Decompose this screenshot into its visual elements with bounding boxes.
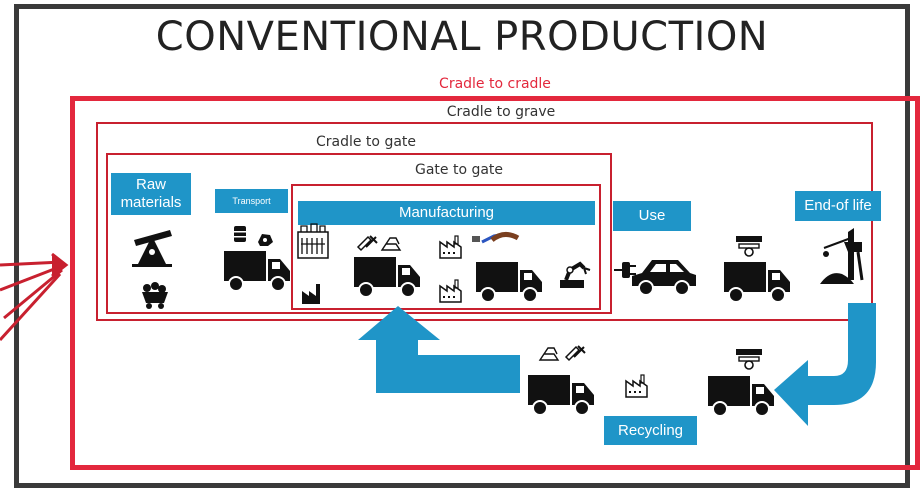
power-plug-icon [614, 262, 636, 278]
truck-icon [723, 261, 791, 303]
barrel-icon [234, 226, 246, 242]
robot-arm-icon [735, 348, 763, 370]
gate-to-gate-box [291, 184, 601, 310]
cradle-to-cradle-label: Cradle to cradle [439, 76, 551, 92]
ore-icon [258, 234, 273, 246]
factory-icon [439, 235, 462, 259]
cradle-to-grave-label: Cradle to grave [446, 104, 556, 120]
robot-arm-icon [735, 235, 763, 257]
crane-icon [823, 228, 864, 281]
car-icon [632, 260, 696, 296]
recycling-factory-icon [625, 374, 648, 398]
recycling-label: Recycling [604, 416, 697, 445]
truck-icon [475, 261, 543, 303]
truck-icon [353, 256, 421, 298]
factory-icon [302, 284, 320, 304]
factory-icon [439, 279, 462, 303]
manufacturing-label: Manufacturing [298, 201, 595, 225]
ingots-icon [381, 237, 401, 251]
ingots-icon [539, 347, 559, 361]
incoming-arrow-icon [0, 252, 69, 342]
end-of-life-flow-arrow [774, 303, 876, 426]
scrap-pile-icon [820, 273, 854, 284]
cradle-to-grave-box [96, 122, 873, 321]
gate-to-gate-label: Gate to gate [414, 162, 504, 178]
cradle-to-gate-box [106, 153, 612, 314]
page-title: CONVENTIONAL PRODUCTION [155, 14, 769, 60]
truck-icon [223, 250, 291, 292]
oil-pump-icon [132, 230, 172, 267]
factory-icon [297, 223, 329, 259]
return-flow-arrow [358, 306, 520, 393]
tools-icon [565, 345, 586, 361]
outer-frame [14, 4, 910, 488]
use-label: Use [613, 201, 691, 231]
raw-materials-label: Raw materials [111, 173, 191, 215]
end-of-life-label: End-of life [795, 191, 881, 221]
coal-cart-icon [142, 282, 168, 309]
transport-label: Transport [215, 189, 288, 213]
truck-icon [707, 375, 775, 417]
scrap-pile-icon [490, 232, 520, 242]
tools-icon [357, 235, 378, 251]
truck-icon [527, 374, 595, 416]
robot-arm-icon [558, 262, 592, 290]
cradle-to-gate-label: Cradle to gate [315, 134, 417, 150]
cradle-to-cradle-box [70, 96, 920, 470]
